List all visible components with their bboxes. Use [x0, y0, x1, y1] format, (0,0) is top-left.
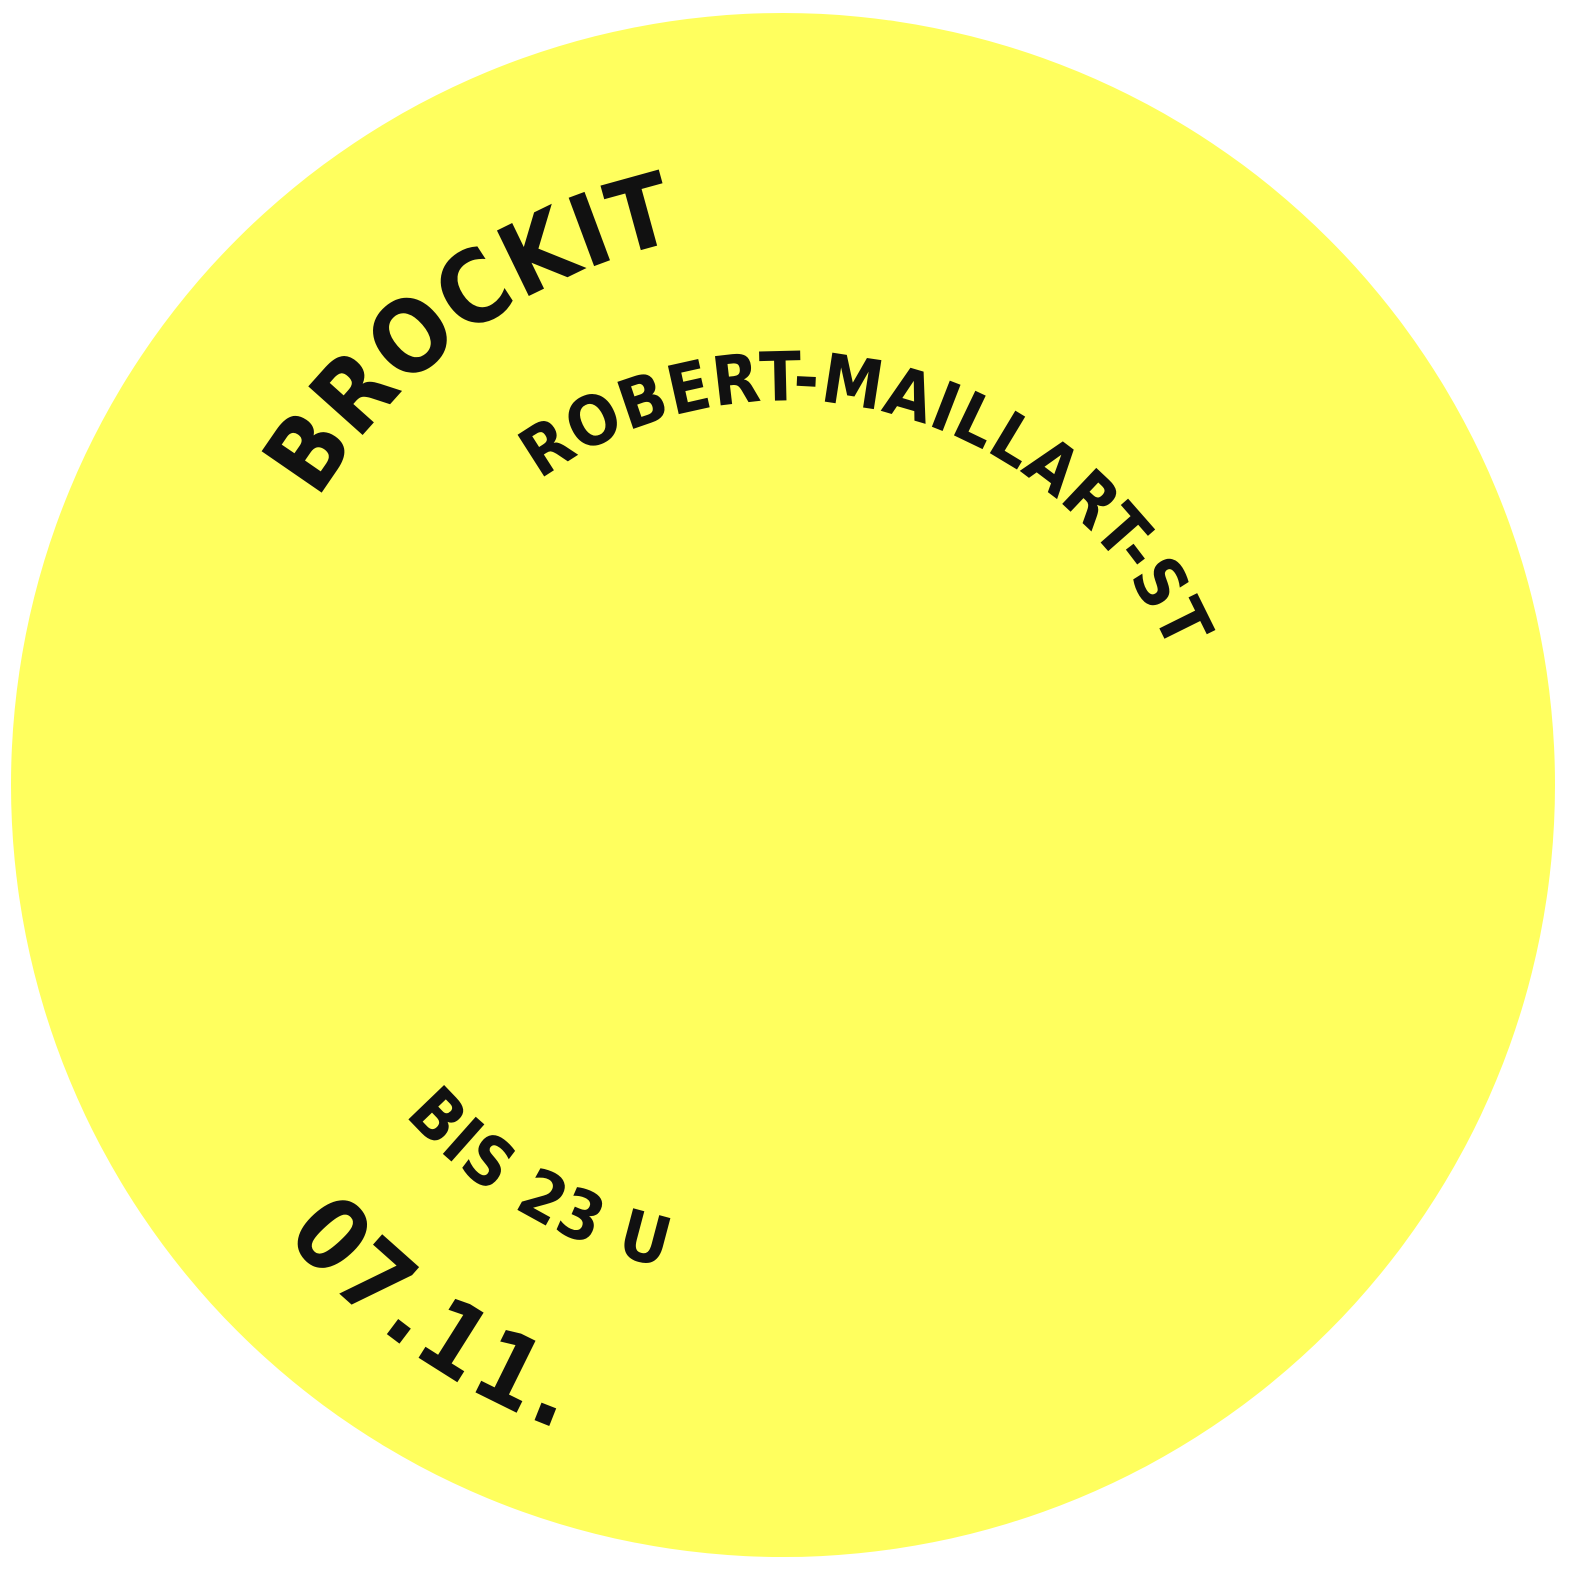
- sticker-disc: [11, 13, 1555, 1557]
